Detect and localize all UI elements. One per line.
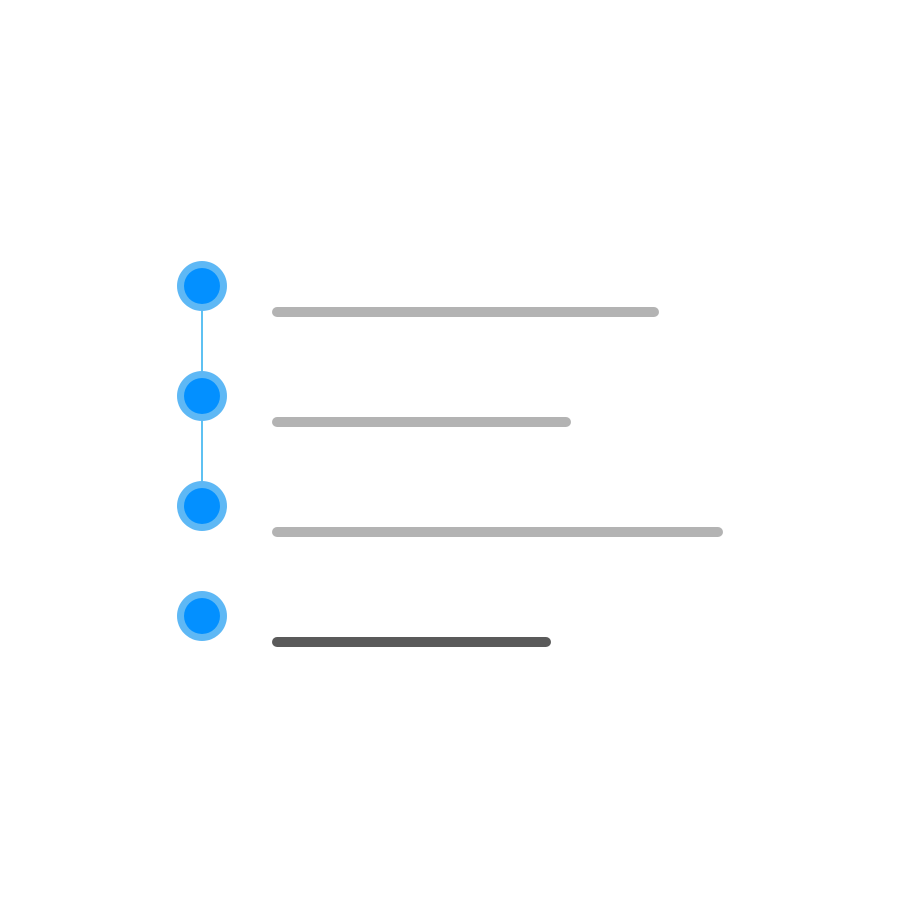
step-marker-icon — [177, 591, 227, 641]
step-text-placeholder — [272, 307, 659, 317]
timeline-step-1[interactable] — [0, 261, 900, 321]
step-marker-icon — [177, 261, 227, 311]
timeline-step-3[interactable] — [0, 481, 900, 541]
step-text-placeholder-active — [272, 637, 551, 647]
timeline-step-2[interactable] — [0, 371, 900, 431]
step-marker-icon — [177, 371, 227, 421]
timeline-connector — [201, 400, 203, 510]
timeline-step-4[interactable] — [0, 591, 900, 651]
timeline-connector — [201, 290, 203, 400]
step-text-placeholder — [272, 417, 571, 427]
step-marker-icon — [177, 481, 227, 531]
step-text-placeholder — [272, 527, 723, 537]
